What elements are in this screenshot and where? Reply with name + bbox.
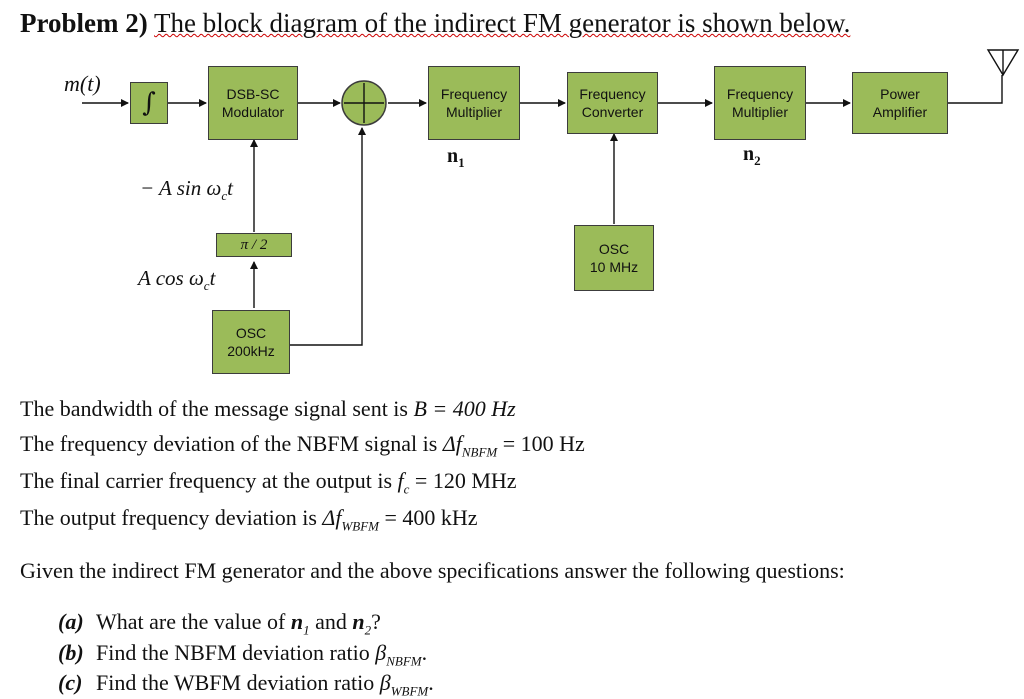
problem-statement: The block diagram of the indirect FM gen… (154, 8, 851, 38)
integral-icon: ∫ (142, 88, 156, 118)
problem-number: Problem 2) (20, 8, 148, 38)
fc-label-1: Frequency (579, 86, 646, 102)
antenna-icon (986, 49, 1020, 77)
fm1-label-1: Frequency (440, 86, 508, 102)
phase-shift-label: π / 2 (240, 237, 268, 253)
wire-osc-sum (290, 127, 366, 346)
cos-label: A cos ωct (138, 266, 216, 294)
pa-label-2: Amplifier (872, 104, 928, 120)
wire-pa-antenna (948, 75, 1003, 104)
osc2-label-1: OSC (598, 241, 630, 257)
phase-shift-block: π / 2 (216, 233, 292, 257)
problem-title: Problem 2) The block diagram of the indi… (20, 8, 850, 39)
question-c: (c)Find the WBFM deviation ratio βWBFM. (58, 670, 434, 699)
spec-nbfm-deviation: The frequency deviation of the NBFM sign… (20, 431, 585, 460)
n2-label: n2 (743, 143, 761, 168)
dsb-sc-modulator-block: DSB-SC Modulator (208, 66, 298, 140)
integrator-block: ∫ (130, 82, 168, 124)
fm2-label-1: Frequency (726, 86, 794, 102)
input-label: m(t) (64, 71, 101, 96)
spec-carrier-frequency: The final carrier frequency at the outpu… (20, 468, 517, 497)
question-b: (b)Find the NBFM deviation ratio βNBFM. (58, 640, 428, 669)
fm1-label-2: Multiplier (445, 104, 502, 120)
osc1-label-1: OSC (235, 325, 267, 341)
osc2-label-2: 10 MHz (589, 259, 639, 275)
n1-label: n1 (447, 145, 465, 170)
question-a: (a)What are the value of n1 and n2? (58, 609, 381, 638)
fm2-label-2: Multiplier (731, 104, 788, 120)
osc1-label-2: 200kHz (227, 343, 275, 359)
oscillator-200khz-block: OSC 200kHz (212, 310, 290, 374)
spec-wbfm-deviation: The output frequency deviation is ΔfWBFM… (20, 505, 478, 534)
given-statement: Given the indirect FM generator and the … (20, 558, 845, 583)
spec-bandwidth: The bandwidth of the message signal sent… (20, 396, 516, 421)
oscillator-10mhz-block: OSC 10 MHz (574, 225, 654, 291)
fc-label-2: Converter (581, 104, 644, 120)
block-diagram (82, 49, 1020, 346)
dsb-label-1: DSB-SC (226, 86, 280, 102)
pa-label-1: Power (880, 86, 920, 102)
minus-sin-label: − A sin ωct (140, 176, 233, 204)
dsb-label-2: Modulator (221, 104, 285, 120)
